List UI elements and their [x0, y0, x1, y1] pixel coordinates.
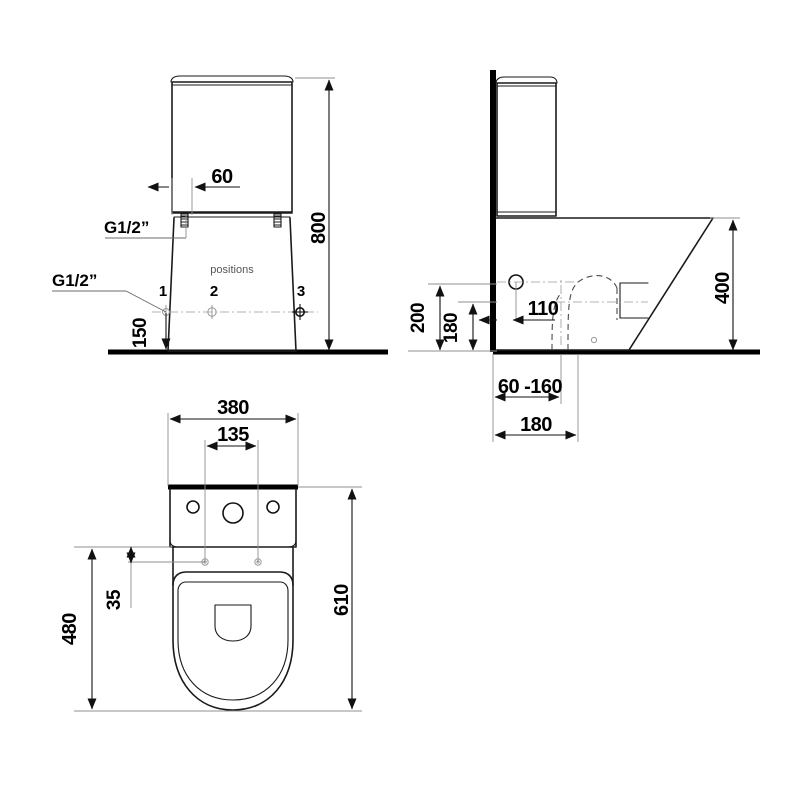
- dim-480-label: 480: [59, 613, 81, 645]
- dim-800-label: 800: [308, 212, 330, 244]
- dim-60-160-outlet-range: 60 -160: [492, 354, 563, 404]
- dim-180-outlet-depth: 180: [492, 354, 579, 442]
- plan-cistern-body: [169, 488, 297, 548]
- plan-left-bolt-hole: [186, 500, 200, 514]
- front-fixing-bolts: [180, 213, 282, 228]
- dim-200-outlet-height: 200: [408, 283, 497, 352]
- position-marker-3: [292, 304, 308, 320]
- dim-135-bolt-spacing: 135: [204, 424, 259, 562]
- dim-180-vertical-label: 180: [441, 313, 462, 343]
- side-cistern: [495, 76, 558, 217]
- dim-35-bolt-offset: 35: [104, 546, 205, 610]
- thread-upper-label: G1/2”: [104, 218, 149, 237]
- plan-bowl-outline: [172, 571, 294, 711]
- position-1-label: 1: [159, 283, 167, 300]
- plan-bowl-sides: [172, 546, 294, 586]
- position-marker-2: [207, 305, 217, 319]
- dim-610-label: 610: [331, 584, 353, 616]
- dim-800-total-height: 800: [295, 77, 335, 351]
- thread-callout-lower: G1/2”: [52, 271, 167, 313]
- side-supply-inlet: [497, 274, 578, 320]
- dim-150-label: 150: [130, 318, 151, 348]
- dim-380-label: 380: [217, 397, 249, 419]
- dim-480-bowl-length: 480: [59, 546, 250, 712]
- dim-400-label: 400: [712, 272, 734, 304]
- positions-caption: positions: [210, 264, 254, 276]
- dim-180-inlet-height: 180: [441, 301, 497, 351]
- plan-flush-hole: [222, 502, 244, 524]
- side-section-view: 400 200 180 110 60 -160: [408, 70, 760, 442]
- front-bowl-body: [167, 217, 297, 352]
- position-2-label: 2: [210, 283, 218, 300]
- dim-60-tank-offset: 60: [147, 166, 240, 215]
- dim-35-label: 35: [104, 589, 125, 610]
- dim-380-cistern-width: 380: [167, 397, 299, 486]
- dim-110-label: 110: [528, 298, 559, 320]
- plan-cistern-holes: [186, 500, 280, 524]
- plan-right-bolt-hole: [266, 500, 280, 514]
- side-internal-trap: [551, 275, 649, 351]
- thread-lower-label: G1/2”: [52, 271, 97, 290]
- plan-seat-bolt-holes: [201, 558, 262, 566]
- dim-110-supply-depth: 110: [478, 298, 559, 325]
- front-cistern: [170, 75, 294, 213]
- dim-150-supply-height: 150: [130, 313, 171, 350]
- dim-610-overall-length: 610: [250, 486, 362, 712]
- dim-400-bowl-height: 400: [710, 217, 740, 351]
- front-elevation-view: positions 1 2 3 G1/2” G1/2” 60 800: [52, 75, 388, 355]
- dim-200-label: 200: [408, 303, 429, 333]
- dim-60-160-label: 60 -160: [498, 376, 563, 398]
- position-3-label: 3: [297, 283, 305, 300]
- front-position-markers: [162, 304, 308, 320]
- plan-flush-opening: [214, 604, 252, 642]
- dim-135-label: 135: [217, 424, 249, 446]
- dim-60-label: 60: [211, 166, 233, 188]
- side-bowl-body: [495, 217, 714, 351]
- dim-180-horizontal-label: 180: [520, 414, 552, 436]
- thread-callout-upper: G1/2”: [104, 214, 187, 239]
- top-plan-view: 380 135 610 480 35: [59, 397, 362, 712]
